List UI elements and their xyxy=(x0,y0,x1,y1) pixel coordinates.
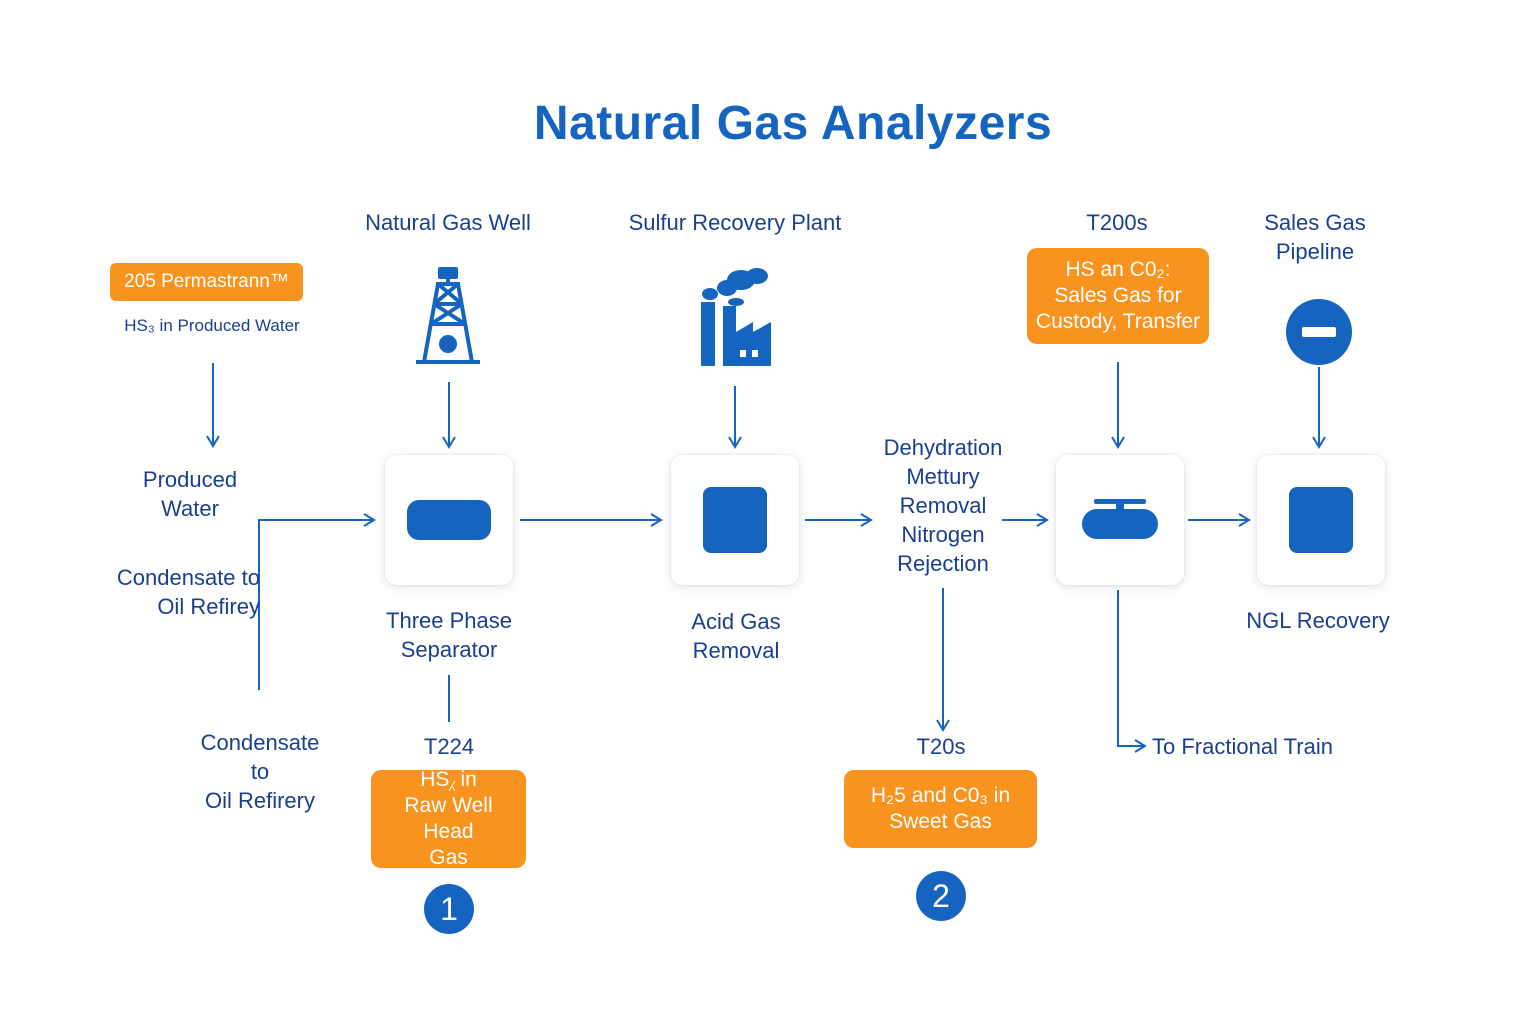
label-t224: T224 xyxy=(423,734,475,759)
acid-gas-removal-node[interactable] xyxy=(671,455,799,585)
label-acid-gas-removal: Acid Gas Removal xyxy=(691,609,781,663)
gas-tank-node[interactable] xyxy=(1056,455,1184,585)
step-badge-2: 2 xyxy=(916,871,966,921)
process-unit-icon xyxy=(1289,487,1353,553)
label-condensate-to-oil-refinery-1: Condensate to Oil Refirey xyxy=(116,565,260,619)
step-badge-1: 1 xyxy=(424,884,474,934)
horizontal-tank-icon xyxy=(1082,499,1158,539)
factory-icon xyxy=(701,268,771,366)
page-title: Natural Gas Analyzers xyxy=(533,97,1053,150)
label-sulfur-recovery-plant: Sulfur Recovery Plant xyxy=(628,210,842,235)
analyzer-custody-transfer-box: HS an C0₂: Sales Gas for Custody, Transf… xyxy=(1027,248,1209,344)
process-unit-icon xyxy=(703,487,767,553)
label-sales-gas-pipeline: Sales Gas Pipeline xyxy=(1264,210,1366,264)
label-produced-water-caption: HS₃ in Produced Water xyxy=(124,316,300,335)
label-condensate-to-oil-refinery-2: Condensate to Oil Refirery xyxy=(200,730,320,813)
pipeline-valve-icon xyxy=(1286,299,1352,365)
label-to-fractional-train: To Fractional Train xyxy=(1152,734,1333,759)
label-produced-water: Produced Water xyxy=(142,467,238,521)
arrow-tank-to-fractional-train xyxy=(1117,590,1147,753)
analyzer-raw-well-head-box: HS⁁ in Raw Well Head Gas xyxy=(371,768,526,869)
label-three-phase-separator: Three Phase Separator xyxy=(386,608,512,662)
analyzer-permastrann-box: 205 Permastrann™ xyxy=(110,263,303,301)
label-t20s: T20s xyxy=(916,734,966,759)
label-natural-gas-well: Natural Gas Well xyxy=(365,210,531,235)
label-t200s: T200s xyxy=(1086,210,1148,235)
oil-derrick-icon xyxy=(416,267,480,364)
label-ngl-recovery: NGL Recovery xyxy=(1246,608,1390,633)
separator-vessel-icon xyxy=(407,500,491,540)
analyzer-sweet-gas-box: H₂5 and C0₃ in Sweet Gas xyxy=(844,770,1037,848)
three-phase-separator-node[interactable] xyxy=(385,455,513,585)
ngl-recovery-node[interactable] xyxy=(1257,455,1385,585)
label-dehydration: Dehydration Mettury Removal Nitrogen Rej… xyxy=(883,435,1003,576)
arrow-condensate-to-separator xyxy=(258,513,376,690)
